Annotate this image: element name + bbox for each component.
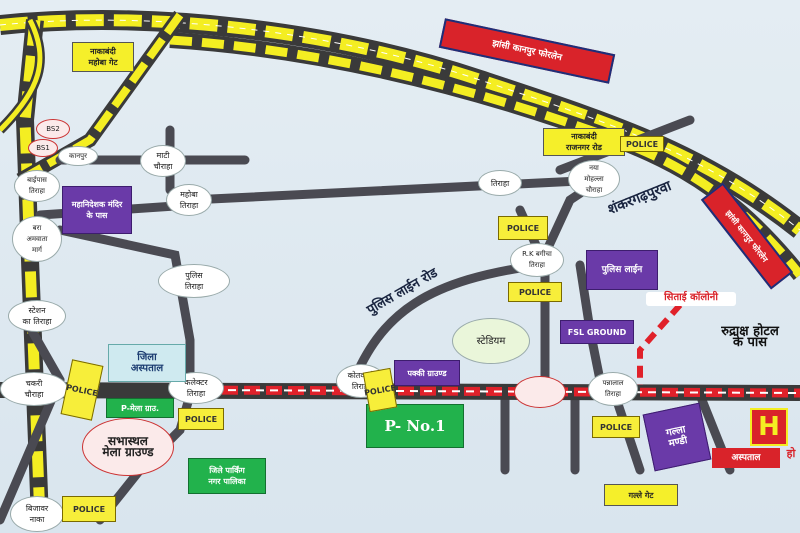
- junction-anchuwa: बरा अमवाता मार्ग: [12, 216, 62, 262]
- junction-police-tiraha: पुलिस तिराहा: [158, 264, 230, 298]
- junction-kalekar-tiraha: कलेक्टर तिराहा: [168, 372, 224, 404]
- box-mandir: महानिदेशक मंदिर के पास: [62, 186, 132, 234]
- box-hospital: अस्पताल: [712, 448, 780, 468]
- checkpoint-rajnagar-road: नाकाबंदी राजनगर रोड: [543, 128, 625, 156]
- hotel-icon: H: [750, 408, 788, 446]
- place-sitai-colony: सिताई कॉलोनी: [646, 292, 736, 306]
- junction-small-tiraha: तिराहा: [478, 170, 522, 196]
- police-point: POLICE: [508, 282, 562, 302]
- police-point: POLICE: [498, 216, 548, 240]
- tag-bs2: BS2: [36, 119, 70, 139]
- box-jila-aspatal: जिला अस्पताल: [108, 344, 186, 382]
- junction-mahoba-tiraha: महोबा तिराहा: [166, 184, 212, 216]
- police-point: POLICE: [62, 496, 116, 522]
- box-jila-parking: जिले पार्किंग नगर पालिका: [188, 458, 266, 494]
- sitai-route: [637, 303, 683, 385]
- junction-chakari-chauraha: चकरी चौराहा: [0, 372, 68, 406]
- junction-bypass-tiraha: बाईपास तिराहा: [14, 170, 60, 202]
- junction-pannalal: पन्नालाल तिराहा: [588, 372, 638, 406]
- junction-mati-chauraha: माटी चौराहा: [140, 145, 186, 177]
- checkpoint-mahoba-gate: नाकाबंदी महोबा गेट: [72, 42, 134, 72]
- junction-kanpur: कानपुर: [58, 146, 98, 166]
- tag-bs1: BS1: [28, 139, 58, 157]
- place-stadium: स्टेडियम: [452, 318, 530, 364]
- box-gallamandi: गल्ला मण्डी: [642, 402, 712, 472]
- place-mela-ground: सभास्थल मेला ग्राउण्ड: [82, 418, 174, 476]
- police-point: POLICE: [178, 408, 224, 430]
- junction-bijawar-naka: बिजावर नाका: [10, 496, 64, 532]
- place-rudraksh-hotel: रुद्राक्ष होटल के पास: [721, 324, 779, 350]
- box-market-gate: गल्ले गेट: [604, 484, 678, 506]
- junction-nai-basti: नया मोहल्ला चौराहा: [568, 160, 620, 198]
- hotel-text: हो: [786, 447, 796, 460]
- junction-rk-bagicha: R.K बगीचा तिराहा: [510, 243, 564, 277]
- junction-restricted-center: [514, 376, 566, 408]
- box-pakki-ground: पक्की ग्राउण्ड: [394, 360, 460, 386]
- box-police-line: पुलिस लाईन: [586, 250, 658, 290]
- box-fsl-ground: FSL GROUND: [560, 320, 634, 344]
- junction-station-tiraha: स्टेशन का तिराहा: [8, 300, 66, 332]
- box-mela-ground-parking: P-मेला ग्राउ.: [106, 398, 174, 418]
- box-p-no1: P- No.1: [366, 404, 464, 448]
- police-point: POLICE: [592, 416, 640, 438]
- police-point: POLICE: [620, 136, 664, 152]
